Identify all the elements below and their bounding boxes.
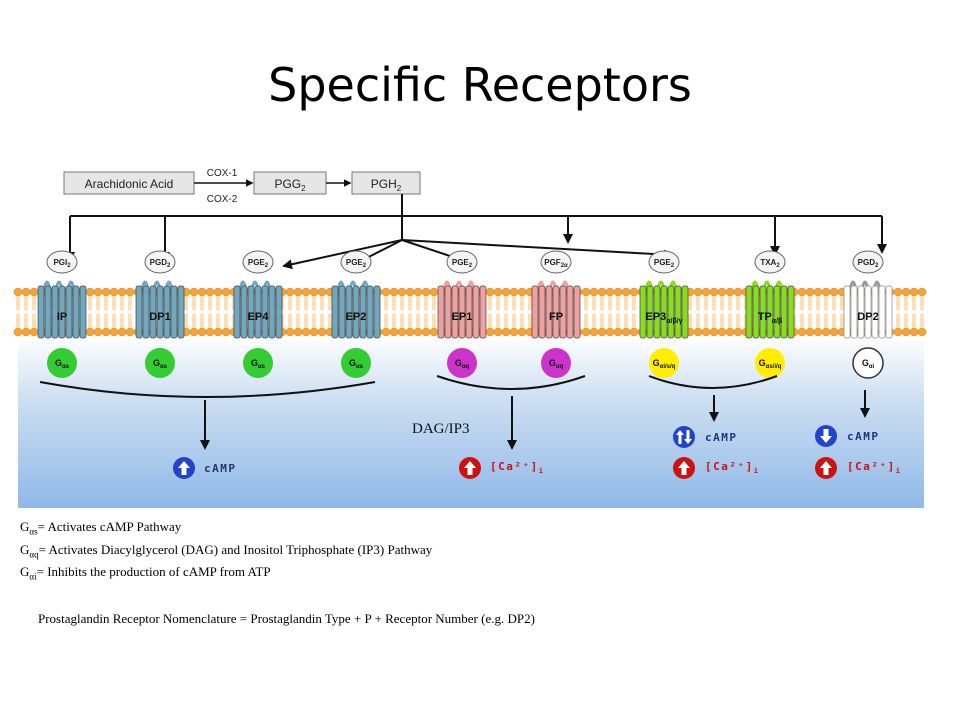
prostaglandin-receptor-diagram: Arachidonic Acid COX-1 COX-2 PGG2 PGH2 P… — [13, 168, 927, 508]
ligand-oval — [46, 250, 78, 274]
dag-ip3-label: DAG/IP3 — [412, 421, 470, 437]
ligand-label: TXA2 — [760, 258, 780, 269]
receptor-name: EP3α/β/γ — [645, 311, 682, 325]
g-protein-circle — [852, 347, 884, 379]
g-protein-circle — [447, 348, 477, 378]
receptor-name: EP2 — [346, 311, 367, 323]
pgg2-label: PGG2 — [274, 177, 306, 193]
ligand-label: PGI2 — [53, 258, 71, 269]
ligand-oval — [540, 250, 572, 274]
g-protein-label: Gαs/i/q — [759, 358, 782, 370]
g-protein-circle — [755, 348, 785, 378]
ligand-oval — [340, 250, 372, 274]
calcium-label-ep3-tp: [Ca²⁺]i — [705, 460, 759, 475]
calcium-up-icon — [459, 457, 481, 479]
receptor-name: DP2 — [857, 311, 878, 323]
calcium-up-icon — [673, 457, 695, 479]
ligand-label: PGE2 — [346, 258, 367, 269]
g-protein-circle — [145, 348, 175, 378]
calcium-label-dp2: [Ca²⁺]i — [847, 460, 901, 475]
g-protein-label: Gαs — [251, 358, 266, 370]
calcium-label-gaq: [Ca²⁺]i — [490, 460, 544, 475]
g-protein-circle — [47, 348, 77, 378]
synthesis-pathway: Arachidonic Acid COX-1 COX-2 PGG2 PGH2 — [63, 168, 421, 205]
g-protein-circle — [341, 348, 371, 378]
ligand-label: PGE2 — [654, 258, 675, 269]
g-protein-label: Gαs — [153, 358, 168, 370]
pgh2-label: PGH2 — [371, 177, 402, 193]
receptor-name: TPα/β — [758, 311, 783, 325]
ligand-oval — [648, 250, 680, 274]
ligand-oval — [852, 250, 884, 274]
camp-up-icon — [173, 457, 195, 479]
nomenclature-note: Prostaglandin Receptor Nomenclature = Pr… — [38, 611, 535, 626]
calcium-up-icon — [815, 457, 837, 479]
legend-item-gai: Gαi= Inhibits the production of cAMP fro… — [20, 564, 271, 582]
slide-title: Specific Receptors — [268, 58, 692, 112]
ligand-oval — [446, 250, 478, 274]
pgh2-box — [351, 171, 421, 195]
receptor-group: PGI2IPGαsPGD2DP1GαsPGE2EP4GαsPGE2EP2GαsP… — [37, 250, 893, 379]
cox1-label: COX-1 — [207, 168, 238, 179]
receptor-name: FP — [549, 311, 563, 323]
ligand-label: PGE2 — [248, 258, 269, 269]
camp-down-icon — [815, 425, 837, 447]
ligand-oval — [754, 250, 786, 274]
g-protein-label: Gαq — [549, 358, 564, 370]
ligand-label: PGF2α — [544, 258, 568, 269]
camp-label-ep3-tp: cAMP — [705, 431, 738, 444]
g-protein-label: Gαs — [55, 358, 70, 370]
receptor-name: DP1 — [149, 311, 170, 323]
effect-group: cAMP [Ca²⁺]i cAMP [Ca²⁺]i cAMP [Ca²⁺]i — [173, 425, 901, 479]
camp-updown-icon — [673, 426, 695, 448]
arachidonic-acid-label: Arachidonic Acid — [85, 177, 174, 191]
ligand-oval — [242, 250, 274, 274]
legend-item-gas: Gαs= Activates cAMP Pathway — [20, 519, 182, 537]
receptor-name: EP4 — [248, 311, 270, 323]
g-protein-label: Gαi — [862, 358, 875, 370]
receptor-name: EP1 — [452, 311, 473, 323]
cox2-label: COX-2 — [207, 194, 238, 205]
camp-label-gas: cAMP — [204, 462, 237, 475]
signal-brackets — [39, 375, 870, 450]
camp-label-dp2: cAMP — [847, 430, 880, 443]
g-protein-label: Gαq — [455, 358, 470, 370]
ligand-label: PGE2 — [452, 258, 473, 269]
ligand-oval — [144, 250, 176, 274]
ligand-label: PGD2 — [150, 258, 171, 269]
g-protein-circle — [243, 348, 273, 378]
g-protein-circle — [649, 348, 679, 378]
legend-item-gaq: Gαq= Activates Diacylglycerol (DAG) and … — [20, 541, 433, 560]
receptor-name: IP — [57, 311, 67, 323]
g-protein-legend: Gαs= Activates cAMP Pathway Gαq= Activat… — [20, 518, 432, 586]
g-protein-label: Gαs — [349, 358, 364, 370]
g-protein-circle — [541, 348, 571, 378]
ligand-label: PGD2 — [858, 258, 879, 269]
g-protein-label: Gαi/s/q — [653, 358, 676, 370]
